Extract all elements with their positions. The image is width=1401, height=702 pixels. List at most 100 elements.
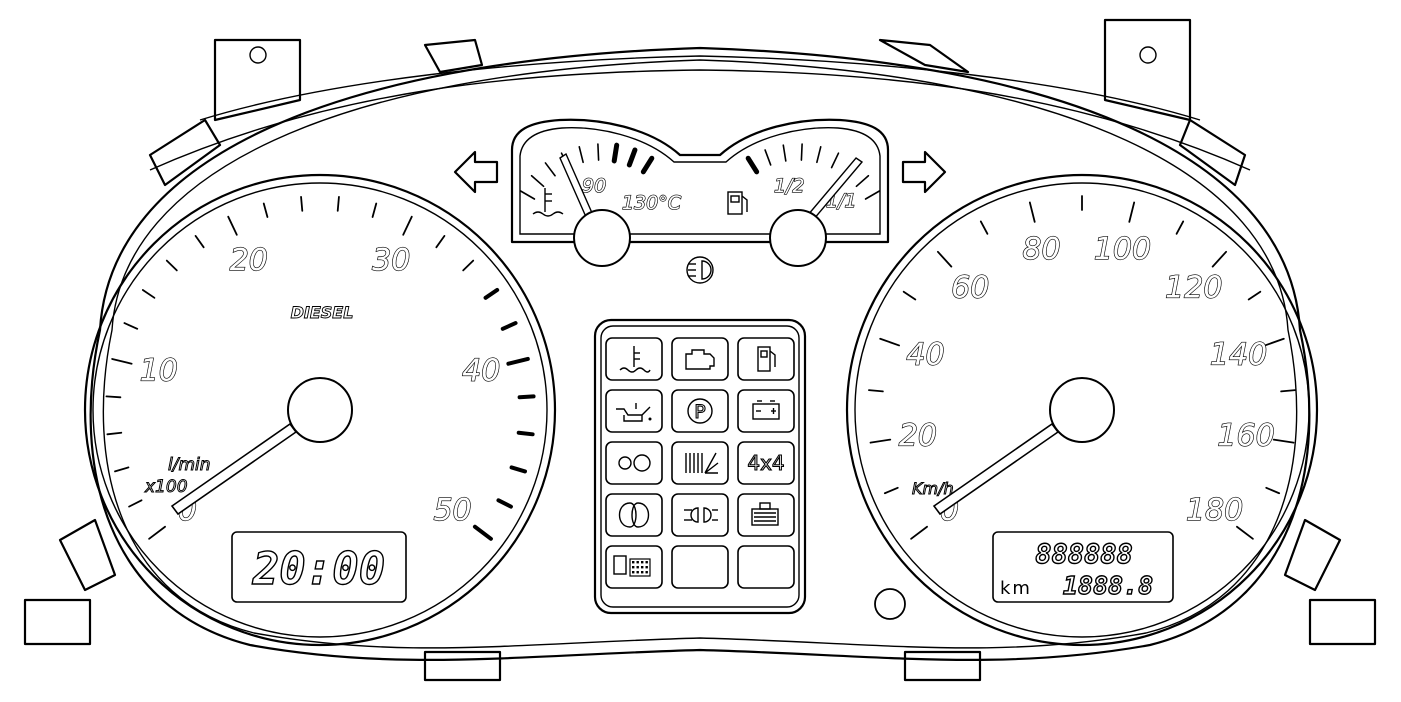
scale-tick — [1175, 220, 1185, 235]
fuel-gauge-hub — [769, 209, 827, 267]
gauge-tick — [530, 174, 545, 188]
scale-label: 140 — [1210, 338, 1267, 373]
connector-right — [1308, 598, 1377, 646]
gauge-tick — [764, 149, 772, 166]
clip-bottom-left — [423, 650, 502, 682]
speedometer-unit-label: Km/h — [912, 479, 954, 498]
scale-tick — [194, 235, 205, 249]
coolant-max-label: 130°C — [622, 192, 682, 214]
scale-tick — [1236, 525, 1254, 540]
scale-tick — [517, 394, 536, 400]
scale-tick — [902, 290, 917, 301]
clip-top-left — [423, 38, 484, 74]
water-in-fuel-warning-icon — [605, 545, 663, 589]
scale-tick — [165, 259, 178, 272]
clip-lower-right — [1283, 518, 1342, 592]
clip-top-right — [878, 38, 970, 74]
gauge-tick — [816, 145, 822, 164]
clock-display: 20:00 — [252, 544, 385, 595]
scale-tick — [435, 235, 446, 249]
low-beam-indicator-icon — [686, 256, 714, 284]
gauge-tick — [782, 144, 787, 162]
trip-reset-knob[interactable] — [874, 588, 906, 620]
empty-indicator-slot — [671, 545, 729, 589]
battery-charge-warning-icon — [737, 389, 795, 433]
scale-tick — [509, 465, 527, 474]
odometer-display: 888888 — [1035, 539, 1133, 570]
scale-tick — [496, 498, 513, 509]
tachometer-unit-label: l/min — [168, 455, 211, 475]
connector-left — [23, 598, 92, 646]
clip-left — [148, 118, 222, 187]
empty-indicator-slot — [737, 545, 795, 589]
scale-tick — [336, 195, 340, 212]
speedometer-hub — [1049, 377, 1115, 443]
warning-light-label: P — [694, 401, 705, 423]
gauge-tick — [745, 155, 760, 175]
four-wheel-drive-indicator-icon: 4x4 — [737, 441, 795, 485]
scale-tick — [106, 431, 123, 436]
scale-tick — [371, 202, 378, 218]
warning-light-panel: P 4x4 — [593, 318, 807, 615]
upper-gauge-pod: 90 130°C 1/2 1/1 — [510, 118, 890, 267]
glow-plug-indicator-icon — [605, 493, 663, 537]
scale-label: 10 — [140, 353, 178, 388]
scale-tick — [123, 322, 139, 330]
scale-label: 20 — [230, 243, 268, 278]
scale-tick — [883, 486, 899, 495]
coolant-gauge-hub — [573, 209, 631, 267]
scale-tick — [105, 395, 122, 399]
scale-tick — [141, 289, 156, 299]
coolant-gauge-ticks — [519, 142, 655, 200]
scale-tick — [1247, 290, 1262, 301]
clip-right — [1178, 118, 1247, 187]
scale-tick — [483, 287, 500, 300]
high-beam-indicator-icon — [671, 441, 729, 485]
fuel-gauge-ticks — [745, 143, 881, 200]
scale-tick — [111, 358, 133, 365]
scale-tick — [869, 438, 892, 444]
scale-tick — [1028, 201, 1036, 223]
gauge-tick — [800, 143, 803, 161]
clock-display-window — [231, 531, 407, 603]
scale-label: 40 — [462, 353, 500, 388]
scale-tick — [506, 356, 530, 366]
gauge-tick — [611, 142, 620, 164]
low-fuel-warning-icon — [737, 337, 795, 381]
oil-pressure-warning-icon — [605, 389, 663, 433]
scale-label: 160 — [1217, 418, 1274, 453]
gearbox-warning-icon — [605, 441, 663, 485]
scale-label: 40 — [906, 338, 944, 373]
odometer-display-window — [992, 531, 1174, 603]
scale-tick — [500, 321, 518, 331]
cluster-housing — [89, 46, 1311, 661]
scale-label: 120 — [1165, 270, 1222, 305]
parking-brake-warning-icon: P — [671, 389, 729, 433]
trip-display: 1888.8 — [1063, 571, 1153, 600]
tachometer-hub — [287, 377, 353, 443]
scale-label: 60 — [951, 270, 989, 305]
gauge-tick — [597, 143, 600, 161]
warning-light-label: 4x4 — [747, 451, 784, 475]
scale-tick — [879, 337, 900, 347]
scale-label: 50 — [433, 493, 471, 528]
clip-bottom-right — [903, 650, 982, 682]
fuel-pump-icon — [727, 191, 748, 215]
scale-tick — [300, 195, 304, 212]
scale-tick — [1272, 438, 1295, 444]
scale-tick — [516, 430, 535, 437]
speedometer-ticks — [868, 195, 1296, 540]
scale-tick — [910, 525, 928, 540]
coolant-temperature-warning-icon — [605, 337, 663, 381]
gauge-tick — [830, 152, 840, 169]
scale-tick — [402, 215, 413, 236]
fog-light-indicator-icon — [671, 493, 729, 537]
scale-label: 20 — [899, 418, 937, 453]
scale-tick — [868, 389, 884, 393]
speedometer-needle — [932, 422, 1060, 516]
clip-lower-left — [58, 518, 117, 592]
scale-tick — [936, 250, 953, 268]
